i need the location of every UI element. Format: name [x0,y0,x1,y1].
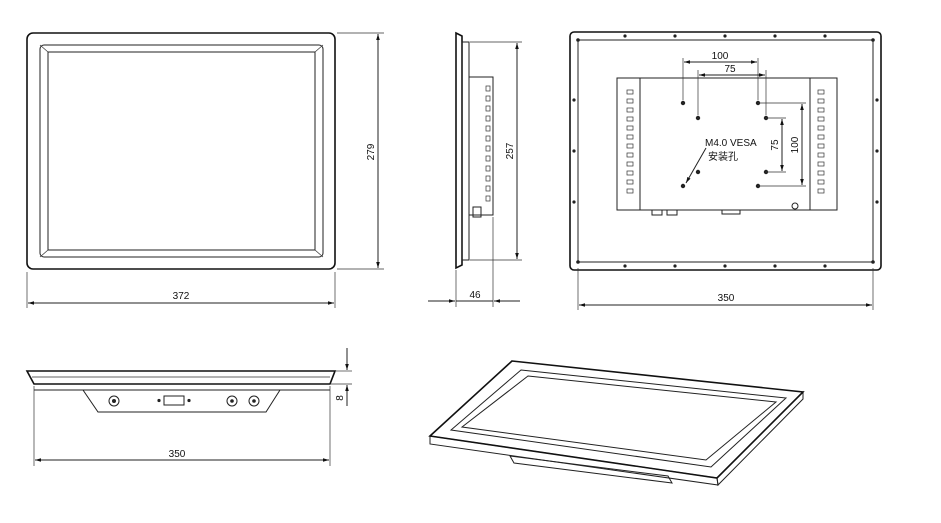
bottom-view: 350 8 [25,348,352,466]
side-body [461,41,470,261]
usb-port-icon [226,395,238,407]
side-height-label: 257 [505,142,516,159]
vga-port-icon [163,395,185,406]
iso-screen-frame [449,369,788,468]
rear-bezel-screws [572,34,879,268]
vesa-inner-v-label: 75 [770,139,781,151]
vesa-outer-h-label: 100 [712,51,729,62]
front-height-label: 279 [366,143,377,160]
rear-bezel [569,31,882,271]
iso-bezel-side [429,435,719,486]
front-screen [47,51,316,251]
vesa-inner-h-label: 75 [724,64,736,75]
rear-right-vents [817,89,825,194]
isometric-view [428,360,805,487]
side-depth-label: 46 [469,290,481,301]
front-view: 372 279 [26,32,384,308]
vesa-outer-v-label: 100 [790,136,801,153]
iso-screen [460,375,778,461]
iso-bezel-top [428,360,805,479]
side-vent-slots [485,85,491,202]
vesa-note-line1: M4.0 VESA [705,138,757,149]
bottom-bezel [25,370,337,385]
power-port-icon [108,395,120,407]
rear-panel [577,39,874,263]
front-width-label: 372 [173,291,190,302]
side-view: 257 46 [428,31,522,307]
audio-port-icon [248,395,260,407]
vesa-note-line2: 安装孔 [708,150,738,163]
front-bezel-inner [39,44,324,258]
bottom-ports [108,395,260,407]
rear-width-label: 350 [718,293,735,304]
bottom-width-label: 350 [169,449,186,460]
side-bezel [455,31,463,270]
iso-back-module [509,455,673,484]
front-bezel [26,32,336,270]
bottom-thickness-label: 8 [335,395,346,401]
rear-view: 100 75 100 75 M4.0 VESA 安装孔 350 [569,31,882,310]
vesa-note-leader [685,147,707,184]
rear-left-vents [626,89,634,194]
